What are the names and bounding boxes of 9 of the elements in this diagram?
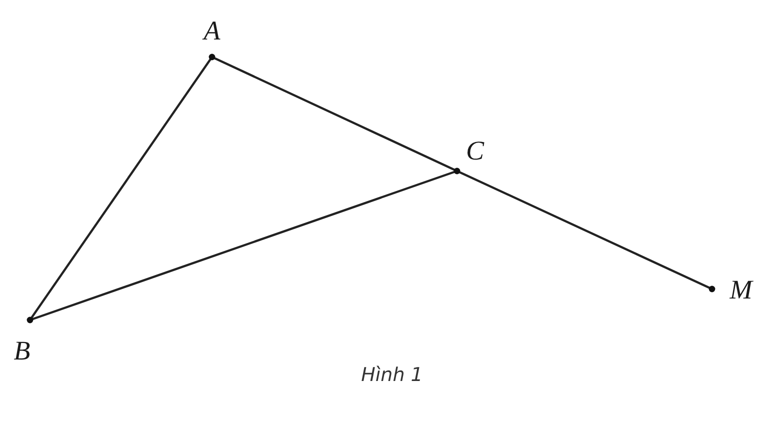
point-label: M bbox=[730, 276, 752, 304]
figure-caption: Hình 1 bbox=[361, 364, 423, 386]
point-label: A bbox=[204, 18, 220, 44]
line-segment bbox=[30, 170, 458, 322]
line-segment bbox=[29, 56, 213, 321]
line-segment bbox=[212, 56, 458, 172]
point-label: C bbox=[466, 138, 484, 164]
point-label: B bbox=[14, 338, 30, 364]
line-segment bbox=[456, 170, 712, 290]
